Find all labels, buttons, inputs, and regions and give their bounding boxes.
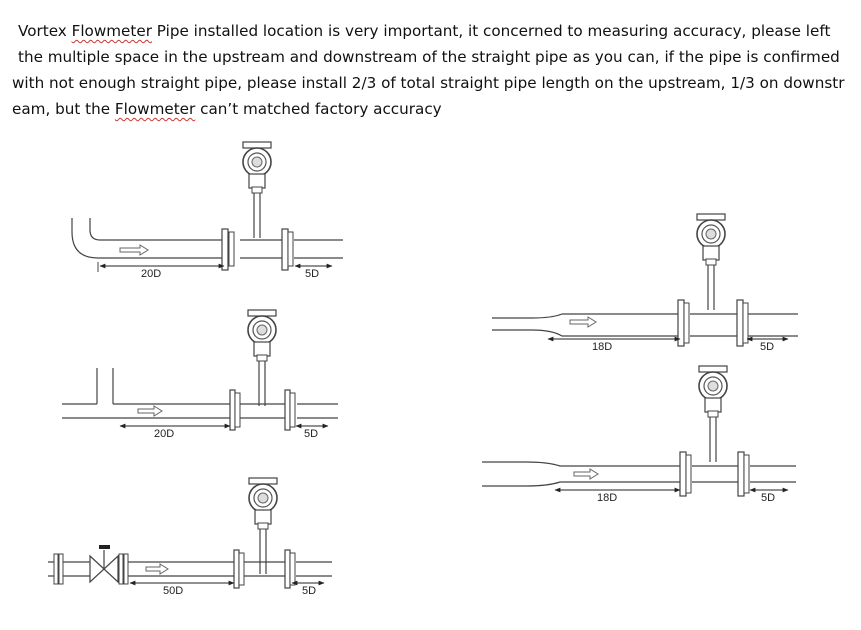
diagram-expander: 18D 5D — [492, 213, 798, 353]
diagram-valve: 50D 5D — [48, 477, 332, 597]
dim-downstream-tee: 5D — [304, 428, 318, 440]
dim-downstream-elbow: 5D — [305, 268, 319, 280]
dim-upstream-valve: 50D — [163, 585, 183, 597]
text-segment: eam, but the — [12, 100, 115, 118]
text-segment: can’t matched factory accuracy — [195, 100, 442, 118]
dim-downstream-reducer: 5D — [761, 492, 775, 504]
paragraph-line-4: eam, but the Flowmeter can’t matched fac… — [12, 96, 842, 122]
diagram-reducer: 18D 5D — [482, 365, 796, 504]
paragraph-line-2: the multiple space in the upstream and d… — [18, 48, 840, 66]
dim-downstream-expander: 5D — [760, 341, 774, 353]
text-segment: Vortex — [18, 22, 72, 40]
paragraph-line-1: Vortex Flowmeter Pipe installed location… — [12, 18, 842, 44]
dim-upstream-tee: 20D — [154, 428, 174, 440]
diagram-tee: 20D 5D — [62, 309, 338, 440]
dim-upstream-reducer: 18D — [597, 492, 617, 504]
text-segment: Pipe installed location is very importan… — [151, 22, 831, 40]
dim-upstream-expander: 18D — [592, 341, 612, 353]
paragraph-line-3: with not enough straight pipe, please in… — [12, 74, 845, 92]
dim-downstream-valve: 5D — [302, 585, 316, 597]
spellcheck-word: Flowmeter — [71, 22, 152, 40]
spellcheck-word: Flowmeter — [114, 100, 196, 118]
installation-paragraph: Vortex Flowmeter Pipe installed location… — [12, 18, 845, 122]
dim-upstream-elbow: 20D — [141, 268, 161, 280]
diagram-elbow: 20D 5D — [71, 141, 343, 280]
